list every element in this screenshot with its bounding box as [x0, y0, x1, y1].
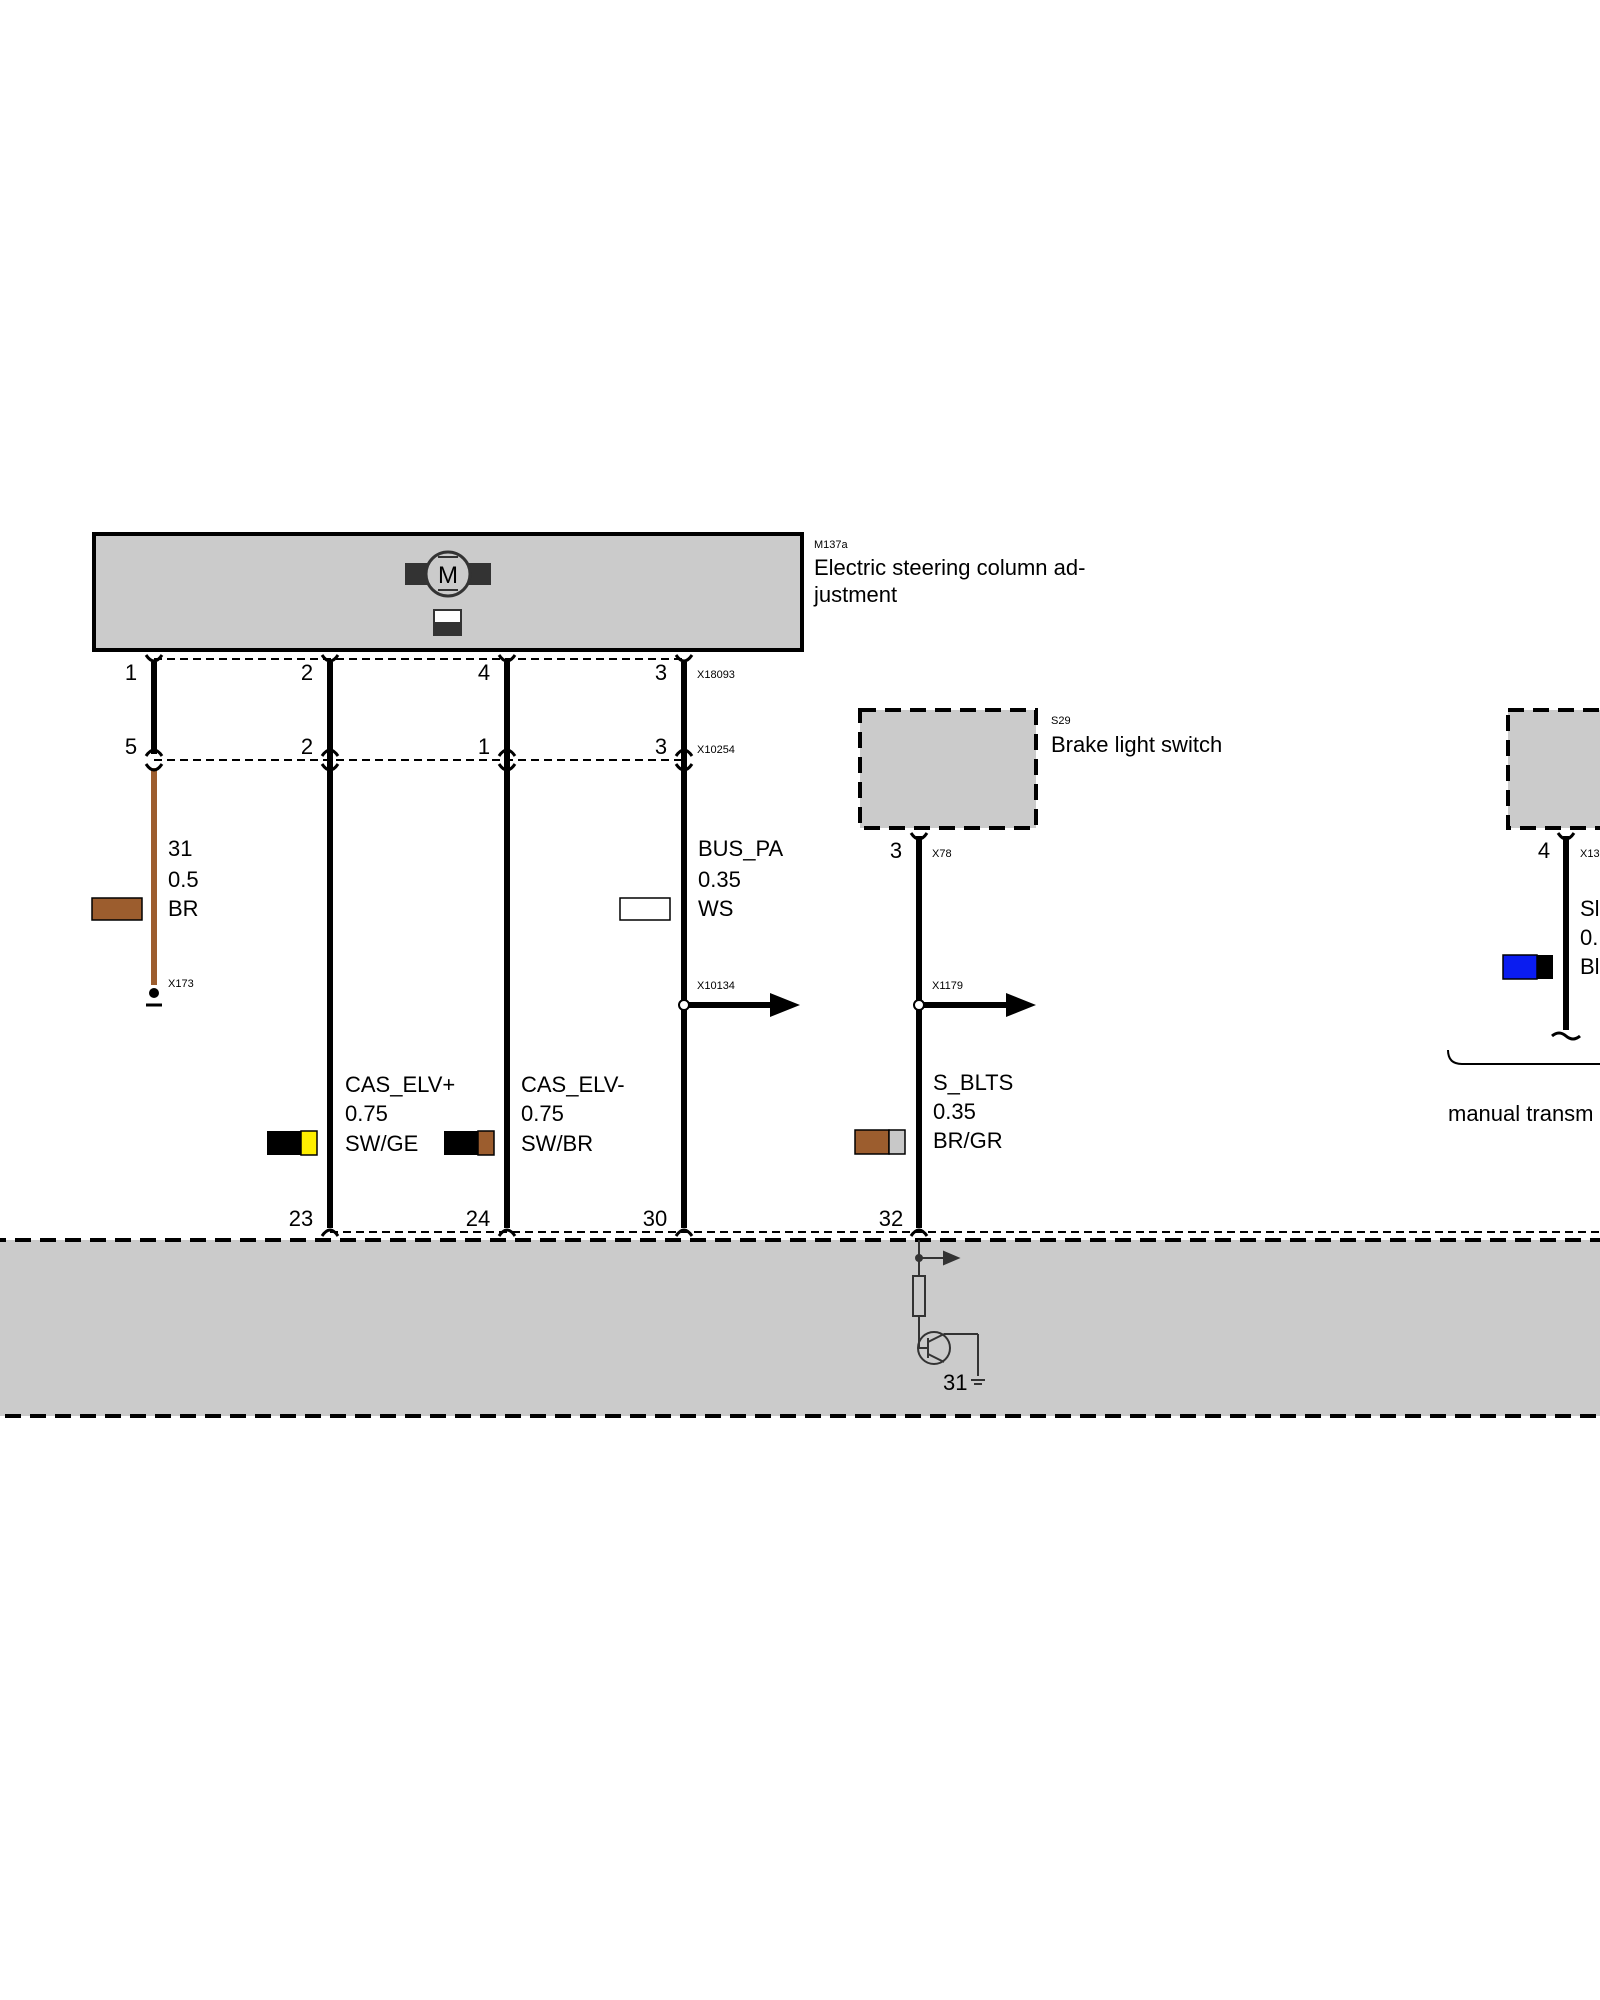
m137a-name-line1: Electric steering column ad- — [814, 555, 1085, 580]
s29-id: S29 — [1051, 715, 1071, 727]
wire-31-swatch — [91, 897, 143, 921]
partial-right-pin: 4 — [1538, 838, 1550, 863]
x1179-arrow — [924, 993, 1036, 1017]
cas-elv-plus-signal: CAS_ELV+ — [345, 1072, 455, 1097]
cas-elv-minus-color: SW/BR — [521, 1131, 593, 1156]
s-blts-color: BR/GR — [933, 1128, 1003, 1153]
partial-right-box — [1506, 708, 1600, 830]
x10254-pin-5: 5 — [125, 734, 137, 759]
partial-right-color: Bl — [1580, 954, 1600, 979]
s-blts-size: 0.35 — [933, 1099, 976, 1124]
x18093-id: X18093 — [697, 669, 735, 681]
x1179-id: X1179 — [932, 980, 963, 992]
s-blts-swatch — [854, 1129, 906, 1155]
manual-transmission-note: manual transm — [1448, 1101, 1594, 1126]
m137a-name-line2: justment — [813, 582, 897, 607]
control-pin-32: 32 — [879, 1206, 903, 1231]
cas-elv-plus-size: 0.75 — [345, 1101, 388, 1126]
cas-elv-minus-signal: CAS_ELV- — [521, 1072, 625, 1097]
module-icon — [433, 609, 462, 636]
cas-elv-plus-swatch — [267, 1130, 318, 1156]
x10134-splice — [678, 999, 690, 1011]
control-pin-23: 23 — [289, 1206, 313, 1231]
partial-right-signal: Sl — [1580, 896, 1600, 921]
ground-label-31: 31 — [943, 1370, 967, 1395]
x78-pin-3: 3 — [890, 838, 902, 863]
wire-31 — [146, 662, 162, 1007]
x18093-pin-1: 1 — [125, 660, 137, 685]
control-pin-30: 30 — [643, 1206, 667, 1231]
x10134-arrow — [689, 993, 800, 1017]
m137a-id: M137a — [814, 539, 849, 551]
wire-partial-right-break — [1551, 1031, 1581, 1041]
internal-circuit — [912, 1240, 985, 1385]
x10254-pin-3: 3 — [655, 734, 667, 759]
x10254-pin-2: 2 — [301, 734, 313, 759]
pin-markers — [144, 654, 1576, 1237]
x18093-pin-4: 4 — [478, 660, 490, 685]
cas-elv-plus-color: SW/GE — [345, 1131, 418, 1156]
x173-id: X173 — [168, 978, 194, 990]
cas-elv-minus-swatch — [444, 1130, 495, 1156]
bus-pa-color: WS — [698, 896, 733, 921]
bus-pa-signal: BUS_PA — [698, 836, 784, 861]
x1179-splice — [913, 999, 925, 1011]
partial-right-size: 0. — [1580, 925, 1598, 950]
wire-31-color: BR — [168, 896, 199, 921]
s29-name: Brake light switch — [1051, 732, 1222, 757]
motor-icon: M — [405, 550, 491, 598]
s29-box — [858, 708, 1038, 830]
x10254-pin-1: 1 — [478, 734, 490, 759]
cas-elv-minus-size: 0.75 — [521, 1101, 564, 1126]
x18093-pin-3: 3 — [655, 660, 667, 685]
x10134-id: X10134 — [697, 980, 735, 992]
x10254-id: X10254 — [697, 744, 735, 756]
s-blts-signal: S_BLTS — [933, 1070, 1013, 1095]
manual-transmission-bracket — [1447, 1049, 1600, 1065]
wire-31-size: 0.5 — [168, 867, 199, 892]
wire-31-signal: 31 — [168, 836, 192, 861]
x18093-pin-2: 2 — [301, 660, 313, 685]
bus-pa-size: 0.35 — [698, 867, 741, 892]
bus-pa-swatch — [619, 897, 671, 921]
svg-text:M: M — [438, 562, 458, 589]
x78-id: X78 — [932, 848, 952, 860]
partial-right-connector: X13 — [1580, 848, 1600, 860]
control-unit-box — [0, 1238, 1600, 1418]
partial-right-swatch — [1502, 954, 1553, 980]
control-pin-24: 24 — [466, 1206, 490, 1231]
